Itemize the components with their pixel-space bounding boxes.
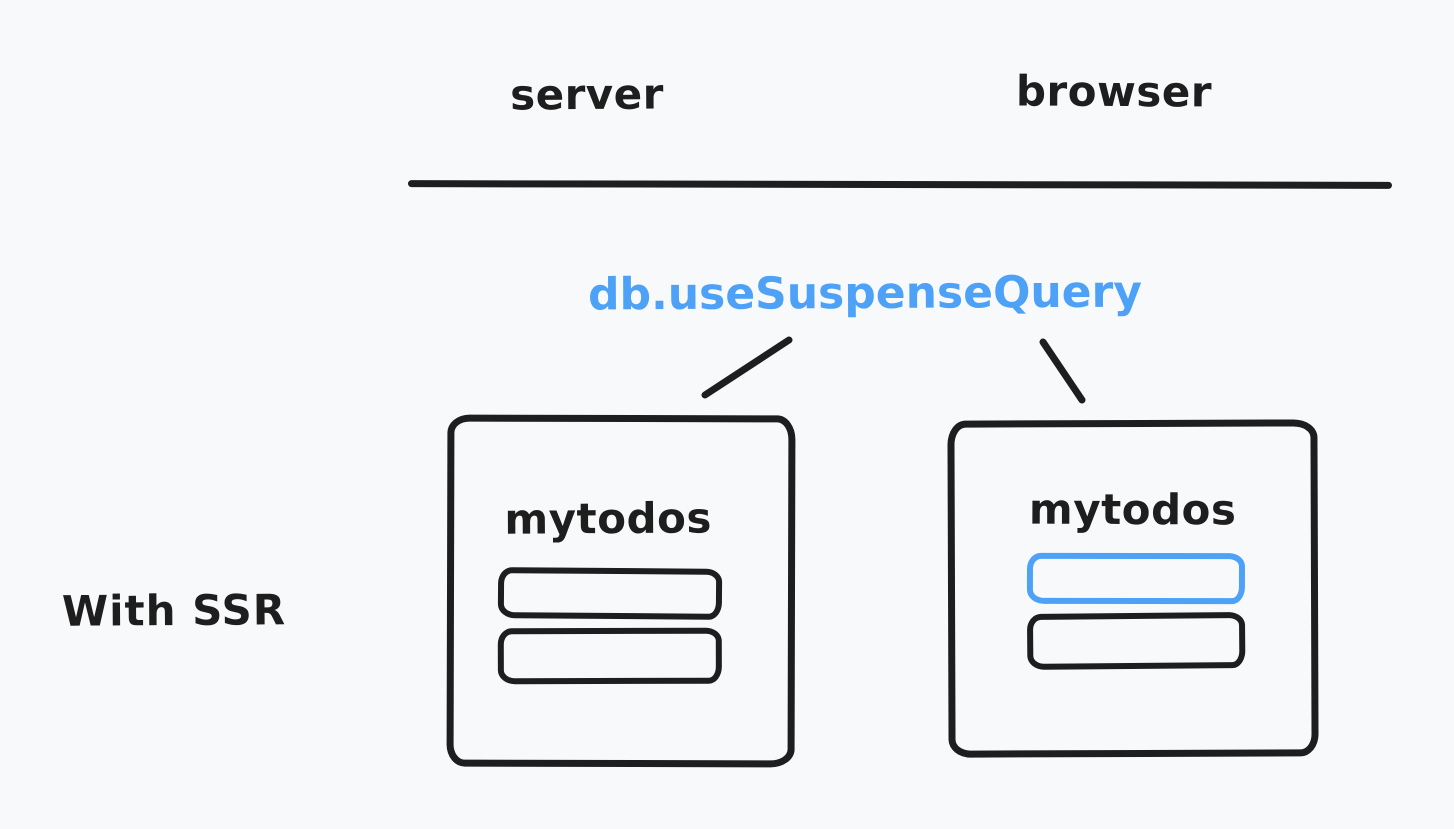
todo-item-rect	[497, 627, 722, 685]
browser-cache-box: mytodos	[947, 419, 1319, 758]
row-label-with-ssr: With SSR	[61, 585, 287, 636]
column-divider-line	[407, 180, 1393, 189]
browser-box-title: mytodos	[1028, 484, 1237, 535]
column-label-server: server	[509, 69, 665, 120]
hook-label: db.useSuspenseQuery	[587, 266, 1143, 321]
connector-line-right	[1039, 338, 1086, 404]
browser-box-items	[1026, 552, 1246, 670]
server-box-items	[497, 567, 723, 685]
todo-item-rect	[1026, 552, 1246, 605]
server-cache-box: mytodos	[446, 414, 796, 768]
connector-line-left	[701, 336, 793, 399]
todo-item-rect	[1026, 612, 1246, 670]
column-label-browser: browser	[1015, 66, 1213, 117]
todo-item-rect	[497, 567, 723, 620]
server-box-title: mytodos	[504, 493, 713, 544]
